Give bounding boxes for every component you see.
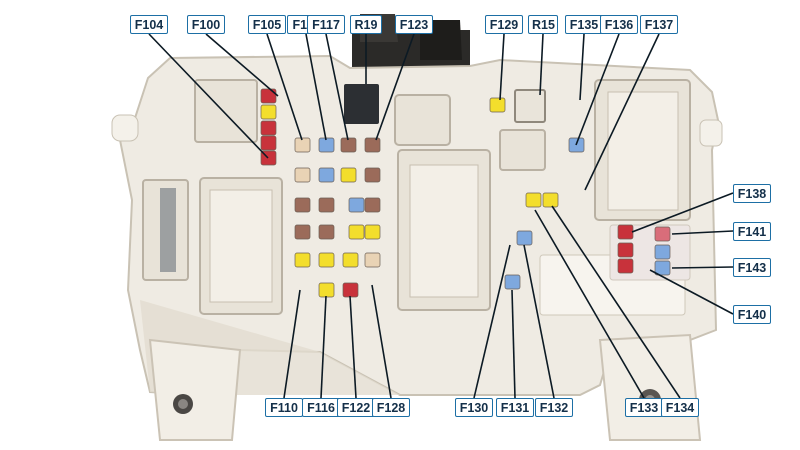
label-f143: F143 [733,258,771,277]
leader-line [325,33,349,141]
label-f128: F128 [372,398,410,417]
label-f122: F122 [337,398,375,417]
label-r19: R19 [350,15,382,34]
fuse [489,97,506,113]
fuse [617,224,634,240]
fuse [525,192,542,208]
label-f105: F105 [248,15,286,34]
fuse [654,244,671,260]
label-f104: F104 [130,15,168,34]
leader-line [283,289,301,399]
leader-line [473,244,511,399]
leader-line [320,295,327,399]
fuse [364,252,381,268]
leader-line [523,244,555,399]
fuse [318,224,335,240]
fuse [294,167,311,183]
label-f141: F141 [733,222,771,241]
leader-line [631,192,734,233]
fuse [340,137,357,153]
fuse [617,242,634,258]
fuse [318,167,335,183]
fuse-array [260,88,671,298]
fuse [260,135,277,151]
fuse [364,224,381,240]
fuse [318,137,335,153]
label-f133: F133 [625,398,663,417]
label-f136: F136 [600,15,638,34]
label-f138: F138 [733,184,771,203]
leader-line [579,33,585,101]
fuse [504,274,521,290]
fuse [542,192,559,208]
fuse [348,197,365,213]
relay-r19 [344,84,379,124]
fuse [364,137,381,153]
fuse [340,167,357,183]
leader-line [148,33,269,159]
leader-line [539,33,544,96]
leader-line [534,209,645,399]
leader-line [375,33,415,141]
label-f123: F123 [395,15,433,34]
fuse [342,282,359,298]
label-f117: F117 [307,15,345,34]
leader-line [305,33,327,141]
label-f131: F131 [496,398,534,417]
fuse [318,282,335,298]
fuse [364,197,381,213]
leader-line [671,230,734,235]
label-f134: F134 [661,398,699,417]
label-f110: F110 [265,398,303,417]
label-f132: F132 [535,398,573,417]
leader-line [575,33,620,146]
fuse [260,120,277,136]
fuse [654,226,671,242]
leader-line [349,295,357,399]
label-f135: F135 [565,15,603,34]
label-f130: F130 [455,398,493,417]
leader-line [499,33,505,101]
fuse [260,88,277,104]
connectors [142,79,691,316]
label-f100: F100 [187,15,225,34]
fuse [654,260,671,276]
leader-line [205,33,279,97]
label-f116: F116 [302,398,340,417]
leader-line [649,269,734,315]
fuse [342,252,359,268]
leader-line [551,205,681,399]
leader-line [511,289,516,399]
leader-line [671,266,734,269]
fuse [318,252,335,268]
leader-line [266,33,303,141]
label-r15: R15 [528,15,558,34]
relay-r15 [514,89,546,123]
fuse [348,224,365,240]
leader-line [371,284,392,399]
fuse [260,104,277,120]
fuse [617,258,634,274]
label-f129: F129 [485,15,523,34]
label-f140: F140 [733,305,771,324]
leader-line [584,33,660,191]
fuse [294,252,311,268]
fuse [294,197,311,213]
fuse [364,167,381,183]
fuse [294,137,311,153]
fuse [294,224,311,240]
fuse [516,230,533,246]
label-f137: F137 [640,15,678,34]
leader-lines [148,33,734,399]
fuse [318,197,335,213]
